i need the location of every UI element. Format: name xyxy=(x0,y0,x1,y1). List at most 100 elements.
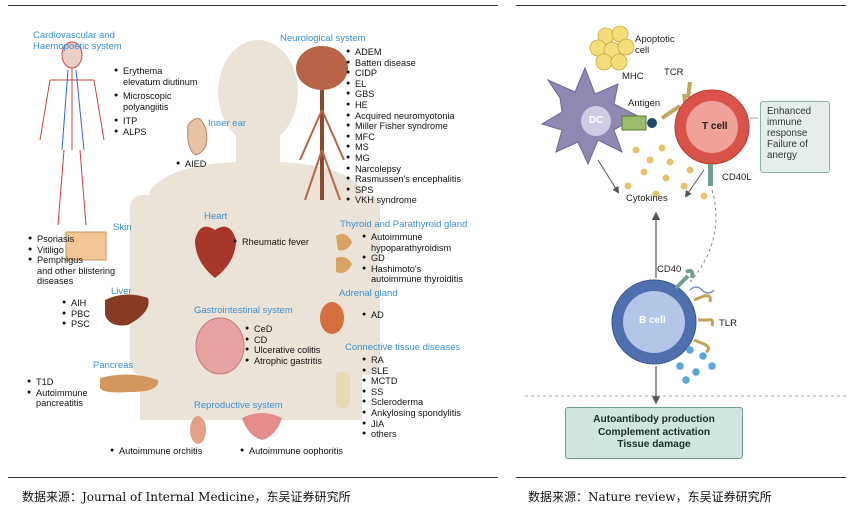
list-item: Autoimmune orchitis xyxy=(110,446,202,457)
list-item: CIDP xyxy=(346,68,461,79)
thyroid-figure xyxy=(336,234,352,273)
list-item: HE xyxy=(346,100,461,111)
gi-list: CeD CD Ulcerative colitis Atrophic gastr… xyxy=(245,324,322,366)
adrenal-figure xyxy=(320,302,344,334)
dc-nucleus xyxy=(581,106,611,136)
list-item: Scleroderma xyxy=(362,397,461,408)
cd40-label: CD40 xyxy=(657,264,682,275)
liver-title: Liver xyxy=(111,286,132,297)
list-item: EL xyxy=(346,79,461,90)
arrow-tcell-cytokines xyxy=(684,169,705,198)
cytokine-dots xyxy=(624,144,708,200)
skin-list: Psoriasis Vitiligo Pemphigus and other b… xyxy=(28,234,115,287)
inner-ear-list: AIED xyxy=(176,159,206,170)
outcome-line: Tissue damage xyxy=(617,439,691,451)
list-item: Microscopic polyangiitis xyxy=(114,91,198,112)
reproductive-title: Reproductive system xyxy=(194,400,283,411)
cd40-receptor xyxy=(674,268,695,290)
top-rule-left xyxy=(8,5,498,6)
list-item: AIED xyxy=(176,159,206,170)
enhanced-line: anergy xyxy=(767,150,797,161)
antigen-label: Antigen xyxy=(628,98,661,109)
outcome-line: Complement activation xyxy=(597,426,711,438)
joint-figure xyxy=(336,372,350,408)
list-item: Autoimmune oophoritis xyxy=(240,446,343,457)
skin-title: Skin xyxy=(113,222,132,233)
dna-icon xyxy=(689,286,715,294)
reproductive-list-2: Autoimmune oophoritis xyxy=(240,446,343,457)
list-item: MFC xyxy=(346,132,461,143)
dashed-cd40-link xyxy=(689,189,717,283)
mhc-receptor xyxy=(621,115,647,131)
connective-title: Connective tissue diseases xyxy=(345,342,461,353)
brain-figure xyxy=(296,46,348,201)
inner-ear-title: Inner ear xyxy=(208,118,247,129)
list-item: Rasmussen's encephalitis xyxy=(346,174,461,185)
apoptotic-label-2: cell xyxy=(635,45,650,56)
cardio-list: Erythema elevatum diutinum Microscopic p… xyxy=(114,66,198,138)
thyroid-title: Thyroid and Parathyroid gland xyxy=(340,219,468,230)
list-item: Atrophic gastritis xyxy=(245,356,322,367)
autoimmune-organ-panel: Cardiovascular and Haemopoetic system Er… xyxy=(0,0,505,511)
enhanced-line: immune xyxy=(767,117,802,128)
pancreas-title: Pancreas xyxy=(93,360,134,371)
dc-label: DC xyxy=(589,115,604,126)
tcr-label: TCR xyxy=(664,67,684,78)
arrow-dc-cytokines xyxy=(597,159,620,194)
enhanced-line: Failure of xyxy=(767,139,808,150)
source-left: 数据来源：Journal of Internal Medicine，东吴证券研究… xyxy=(22,490,351,504)
list-item: AIH xyxy=(62,298,90,309)
list-item: CD xyxy=(245,335,322,346)
heart-list: Rheumatic fever xyxy=(233,237,309,248)
tcell-inner xyxy=(686,101,738,153)
list-item: SS xyxy=(362,387,461,398)
list-item: SLE xyxy=(362,366,461,377)
gi-figure xyxy=(195,317,245,375)
list-item: Psoriasis xyxy=(28,234,115,245)
tlr-label: TLR xyxy=(719,318,737,329)
tcell-label: T cell xyxy=(702,121,728,132)
list-item: others xyxy=(362,429,461,440)
connective-list: RA SLE MCTD SS Scleroderma Ankylosing sp… xyxy=(362,355,461,440)
cardio-title-2: Haemopoetic system xyxy=(33,41,122,52)
list-item: ADEM xyxy=(346,47,461,58)
list-item: T1D xyxy=(27,377,88,388)
list-item: Narcolepsy xyxy=(346,164,461,175)
list-item: Vitiligo xyxy=(28,245,115,256)
antigen-dot xyxy=(647,118,657,128)
reproductive-list-1: Autoimmune orchitis xyxy=(110,446,202,457)
uterus-figure xyxy=(242,413,282,440)
adrenal-title: Adrenal gland xyxy=(339,288,398,299)
apoptotic-cell xyxy=(589,25,635,71)
list-item: Autoimmune hypoparathyroidism xyxy=(362,232,463,253)
list-item: JIA xyxy=(362,419,461,430)
list-item: Rheumatic fever xyxy=(233,237,309,248)
outcome-line: Autoantibody production xyxy=(593,414,715,426)
list-item: MCTD xyxy=(362,376,461,387)
list-item: VKH syndrome xyxy=(346,195,461,206)
list-item: Miller Fisher syndrome xyxy=(346,121,461,132)
mhc-label: MHC xyxy=(622,71,644,82)
list-item: SPS xyxy=(346,185,461,196)
heart-title: Heart xyxy=(204,211,228,222)
thyroid-list: Autoimmune hypoparathyroidism GD Hashimo… xyxy=(362,232,463,285)
list-item: Autoimmune pancreatitis xyxy=(27,388,88,409)
pancreas-list: T1D Autoimmune pancreatitis xyxy=(27,377,88,409)
list-item: MG xyxy=(346,153,461,164)
bottom-rule-right xyxy=(516,477,846,478)
gi-title: Gastrointestinal system xyxy=(194,305,293,316)
bcell xyxy=(611,279,697,365)
pancreas-figure xyxy=(100,374,159,393)
tcell xyxy=(674,89,750,165)
list-item: Hashimoto's autoimmune thyroiditis xyxy=(362,264,463,285)
antibody-dots xyxy=(676,346,716,384)
enhanced-response-box: Enhanced immune response Failure of aner… xyxy=(760,101,830,173)
bcell-inner xyxy=(623,291,685,353)
list-item: ALPS xyxy=(114,127,198,138)
neuro-list: ADEM Batten disease CIDP EL GBS HE Acqui… xyxy=(346,47,461,206)
outcome-box: Autoantibody production Complement activ… xyxy=(565,407,743,459)
list-item: Ankylosing spondylitis xyxy=(362,408,461,419)
testis-figure xyxy=(190,416,206,444)
cd40l-label: CD40L xyxy=(722,172,752,183)
top-rule-right xyxy=(516,5,846,6)
